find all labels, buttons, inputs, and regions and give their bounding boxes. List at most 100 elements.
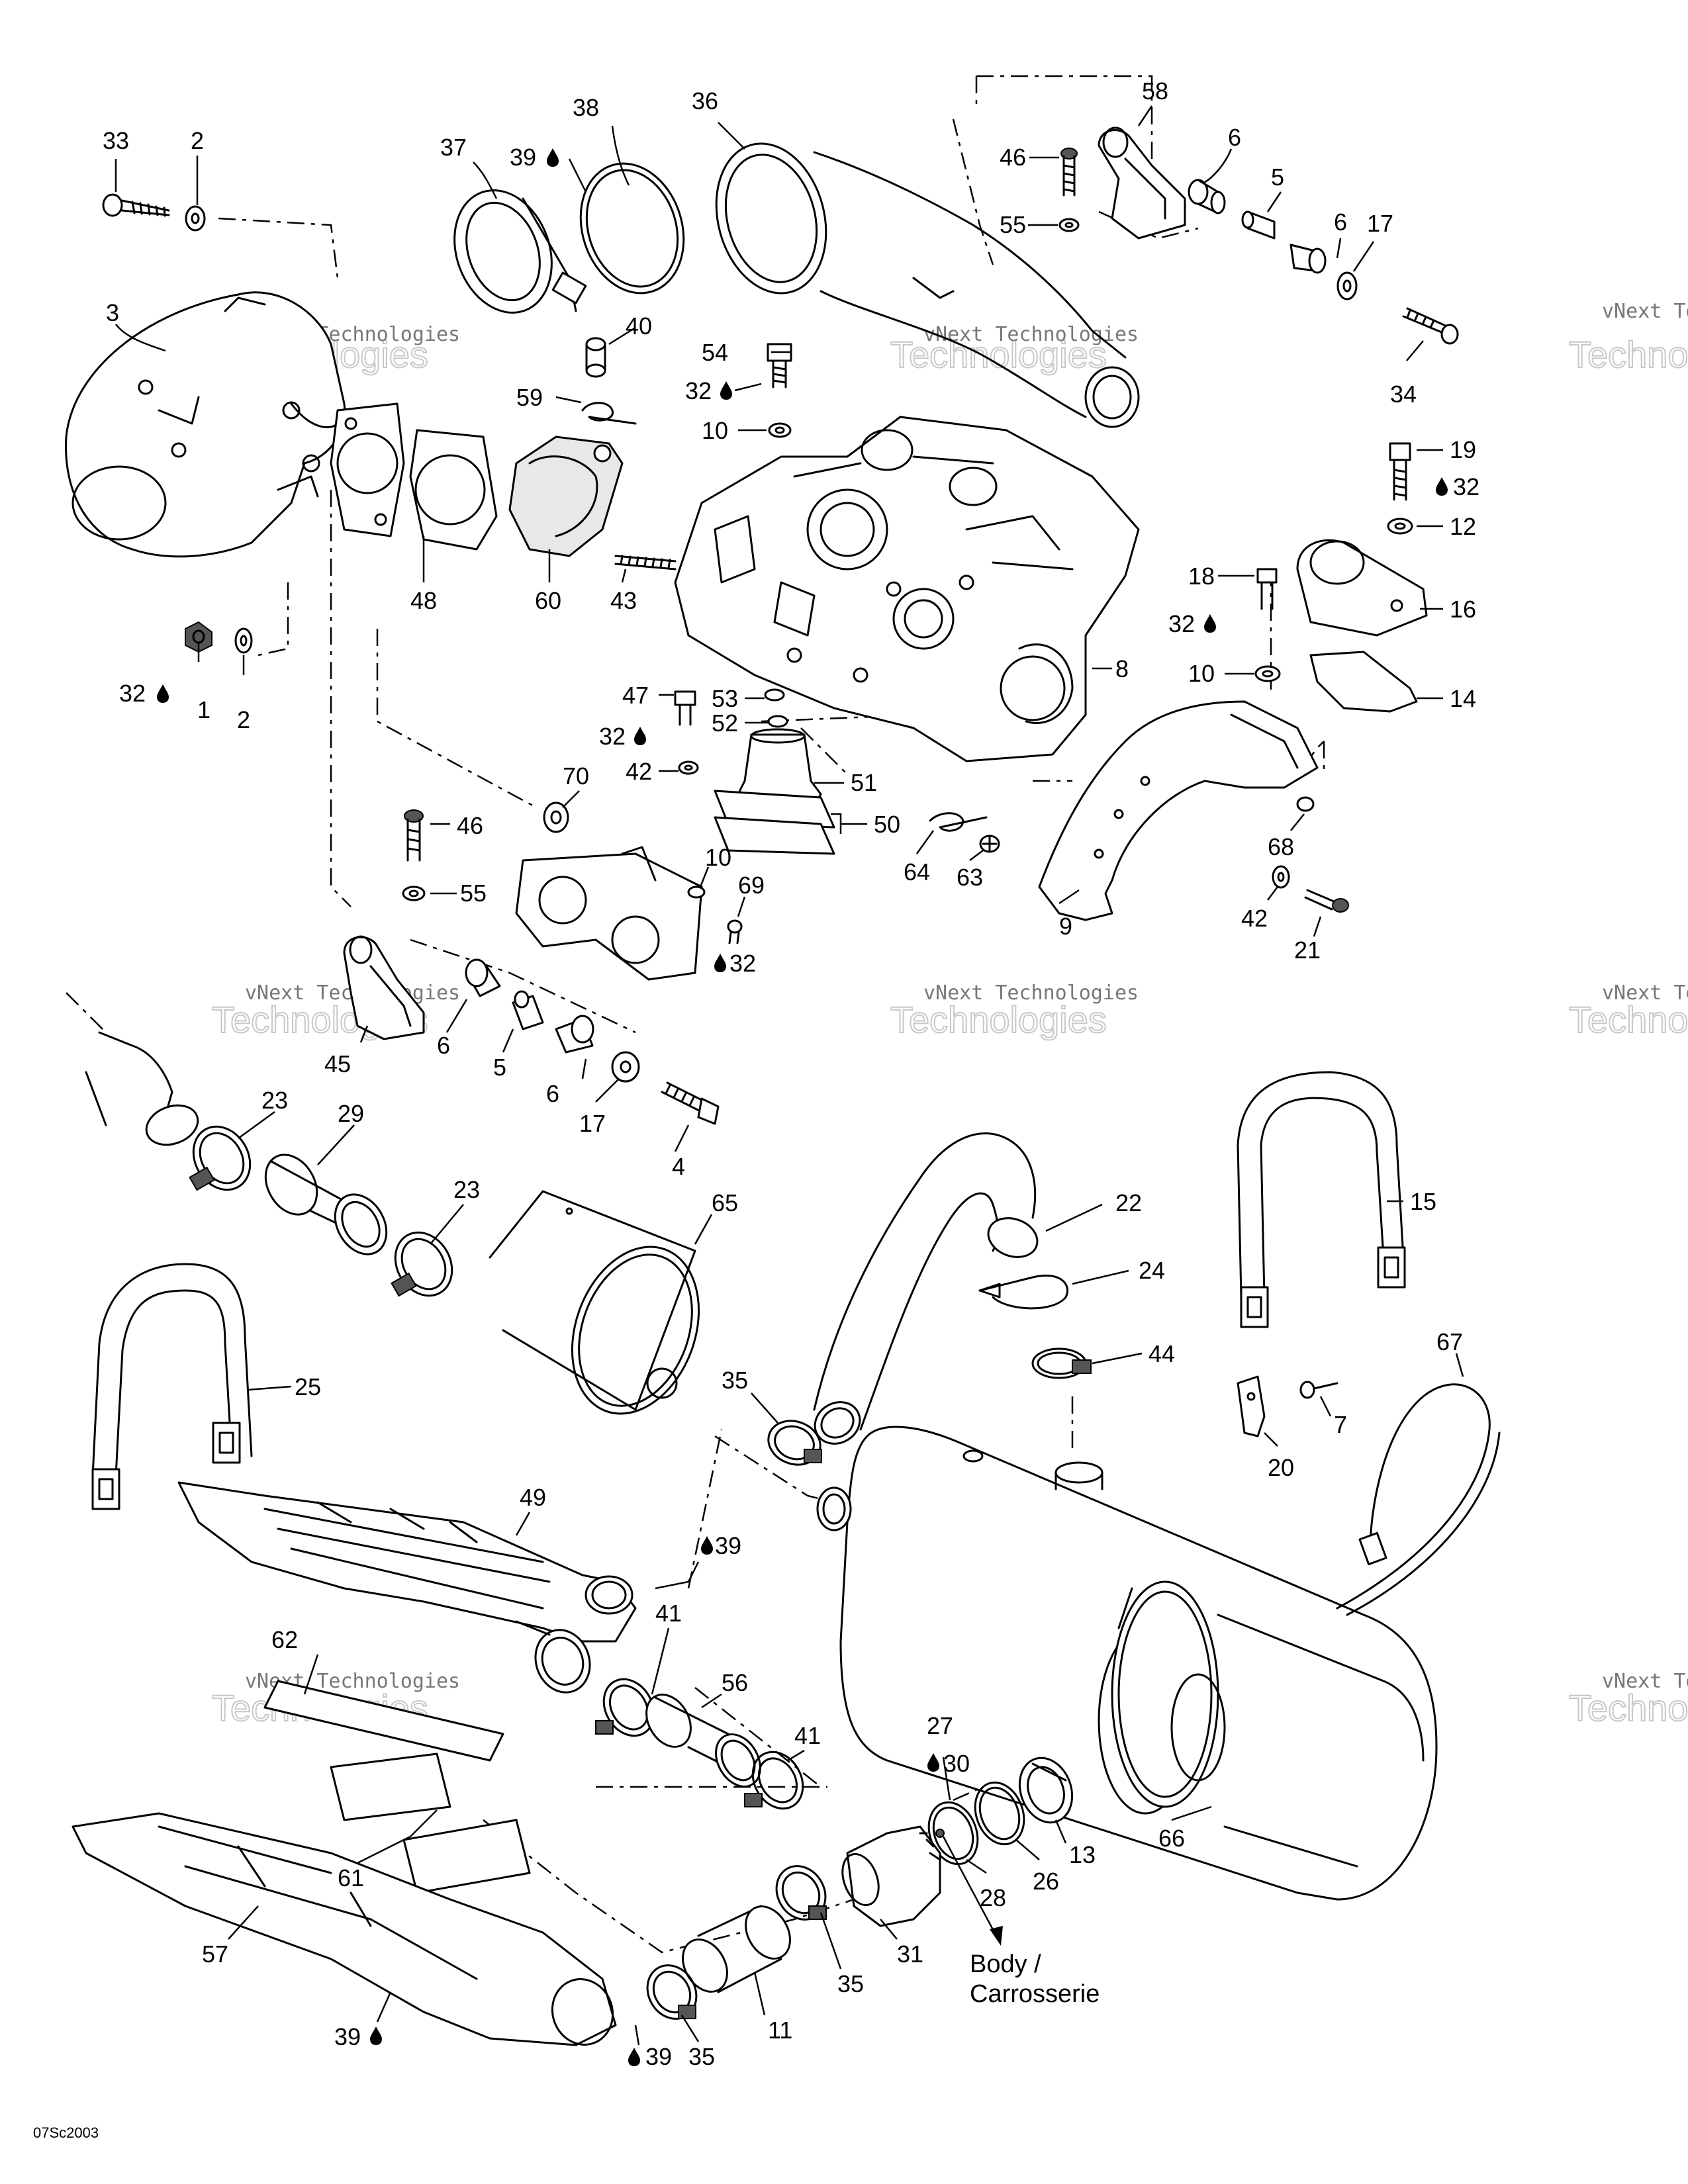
callout-19: 19 [1450, 436, 1476, 463]
callout-42: 42 [626, 758, 652, 785]
part-55-washer-upper [1058, 218, 1080, 232]
callout-53: 53 [712, 685, 738, 712]
part-65-cover [489, 1190, 700, 1415]
part-35-clamp-a [767, 1420, 822, 1466]
part-3-exhaust-manifold [65, 291, 346, 558]
part-14-plate [1309, 651, 1418, 713]
part-10-washer-right [1254, 665, 1281, 682]
callout-29: 29 [338, 1100, 364, 1127]
callout-45: 45 [324, 1050, 351, 1077]
callout-64: 64 [904, 858, 930, 886]
part-46-bolt-upper [1060, 148, 1078, 197]
callout-61: 61 [338, 1864, 364, 1891]
part-67-cable-tie [1336, 1383, 1501, 1616]
callout-28: 28 [980, 1884, 1006, 1911]
callout-20: 20 [1268, 1454, 1294, 1481]
callout-10: 10 [705, 844, 731, 871]
watermark: vNext Technologies [1602, 981, 1688, 1005]
part-68-spacer [1296, 796, 1315, 812]
callout-60: 60 [535, 587, 561, 614]
callout-62: 62 [271, 1626, 298, 1653]
part-34-bolt [1402, 307, 1459, 345]
part-pipe-end [66, 992, 199, 1146]
part-53-washer [764, 688, 785, 702]
callout-32: 32 [119, 680, 146, 707]
part-2-washer [185, 205, 206, 232]
callout-4: 4 [672, 1153, 685, 1180]
callout-22: 22 [1115, 1189, 1142, 1216]
part-29-sleeve [264, 1154, 388, 1255]
callout-67: 67 [1436, 1328, 1463, 1355]
watermark: vNext Technologies [1602, 1670, 1688, 1693]
callout-43: 43 [610, 587, 637, 614]
part-48-gasket [330, 402, 498, 551]
callout-2: 2 [237, 706, 250, 733]
callout-30: 30 [943, 1750, 970, 1777]
callout-23: 23 [453, 1176, 480, 1203]
part-61-pad-b [402, 1819, 531, 1894]
callout-6: 6 [1228, 124, 1241, 151]
callout-9: 9 [1059, 913, 1072, 940]
callout-39: 39 [645, 2043, 672, 2070]
callout-35: 35 [688, 2043, 715, 2070]
callout-46: 46 [457, 812, 483, 839]
part-35-clamp-c [646, 1964, 698, 2020]
callout-13: 13 [1069, 1841, 1096, 1868]
part-24-tie [978, 1274, 1068, 1310]
part-10-washer [768, 422, 792, 438]
part-50-plates [714, 790, 835, 855]
assembly-lines [218, 75, 1325, 1954]
callout-7: 7 [1334, 1411, 1347, 1438]
callout-47: 47 [622, 682, 649, 709]
part-35-clamp-b [775, 1865, 827, 1921]
watermark: vNext Technologies [1602, 300, 1688, 323]
callout-35: 35 [722, 1367, 748, 1394]
callout-46: 46 [1000, 144, 1026, 171]
callout-32: 32 [685, 377, 712, 404]
callout-68: 68 [1268, 833, 1294, 860]
callout-34: 34 [1390, 381, 1417, 408]
callout-33: 33 [103, 127, 129, 154]
part-8-engine [674, 416, 1140, 762]
callout-50: 50 [874, 811, 900, 838]
part-46-bolt-lower [404, 809, 424, 862]
callout-65: 65 [712, 1189, 738, 1216]
callout-55: 55 [1000, 211, 1026, 238]
part-69-screw [727, 919, 743, 944]
callout-16: 16 [1450, 596, 1476, 623]
callout-69: 69 [738, 872, 765, 899]
part-23-clamp-b [391, 1231, 453, 1297]
callout-17: 17 [579, 1110, 606, 1137]
callout-6: 6 [437, 1032, 450, 1059]
callout-27: 27 [927, 1712, 953, 1739]
part-19-bolt [1389, 442, 1411, 501]
callout-51: 51 [851, 769, 877, 796]
part-2-washer-lower [234, 627, 253, 654]
callout-49: 49 [520, 1484, 546, 1511]
part-62-pad [263, 1680, 504, 1762]
part-52-washer [767, 715, 788, 728]
callout-54: 54 [702, 339, 728, 366]
part-1-nut [185, 621, 212, 653]
part-43-stud [614, 555, 677, 570]
callout-32: 32 [1168, 610, 1195, 637]
part-36-exhaust-pipe [715, 142, 1140, 428]
callout-10: 10 [702, 417, 728, 444]
callout-1: 1 [197, 696, 211, 723]
part-25-strap [91, 1263, 253, 1510]
part-7-rivet [1299, 1381, 1338, 1399]
callout-41: 41 [794, 1722, 821, 1749]
callout-15: 15 [1410, 1188, 1436, 1215]
watermark: Technologies [1569, 334, 1688, 375]
part-45-bracket [343, 935, 425, 1040]
callout-17: 17 [1367, 210, 1393, 237]
callout-58: 58 [1142, 77, 1168, 105]
callout-39: 39 [334, 2023, 361, 2050]
part-11-sleeve [682, 1905, 791, 1993]
callout-32: 32 [1453, 473, 1479, 500]
watermark: Technologies [1569, 1687, 1688, 1729]
note-carrosserie: Carrosserie [970, 1980, 1100, 2008]
part-61-pad-a [330, 1752, 451, 1821]
part-42-washer-left [678, 760, 699, 775]
